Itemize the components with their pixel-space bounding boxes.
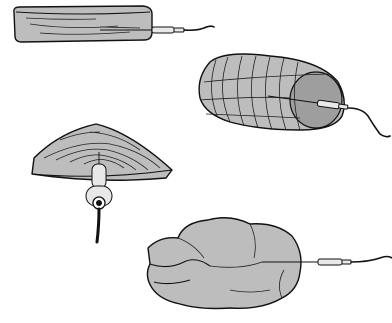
roast-with-probe-illustration [199,54,390,137]
poultry-with-probe-illustration [147,218,392,309]
steak-with-probe-illustration [14,6,214,42]
ham-with-probe-illustration [32,124,172,242]
